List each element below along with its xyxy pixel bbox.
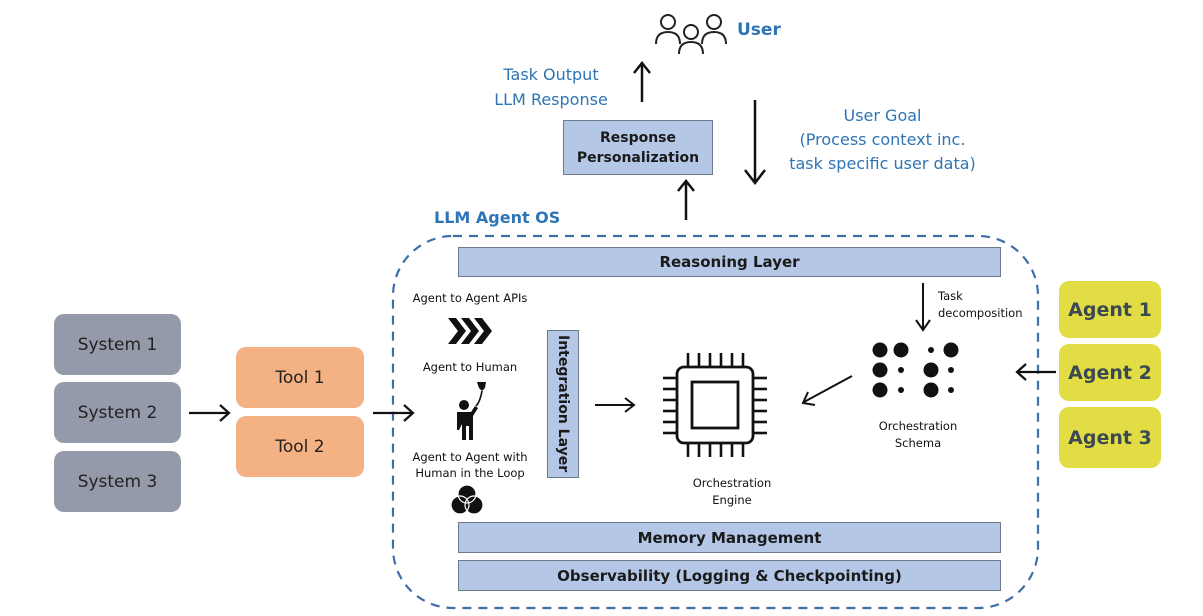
task-decomposition-line1: Task xyxy=(938,289,963,303)
cpu-chip-icon xyxy=(663,353,767,457)
task-decomposition-line2: decomposition xyxy=(938,306,1023,320)
orchestration-engine-line1: Orchestration xyxy=(692,476,772,490)
orchestration-engine-line2: Engine xyxy=(712,493,752,507)
task-output-line1: Task Output xyxy=(503,65,599,84)
tool-box[interactable]: Tool 1 xyxy=(236,347,364,408)
task-decomposition-label: Task decomposition xyxy=(938,288,1023,322)
user-label: User xyxy=(737,20,781,40)
response-personalization-line1: Response xyxy=(599,129,677,146)
user-goal-label: User Goal (Process context inc. task spe… xyxy=(775,104,990,176)
a2a-label: Agent to Agent APIs xyxy=(412,291,528,305)
response-personalization-box[interactable]: Response Personalization xyxy=(563,120,713,175)
hitl-label: Agent to Agent with Human in the Loop xyxy=(405,449,535,481)
hitl-line1: Agent to Agent with xyxy=(412,450,528,464)
chevrons-icon xyxy=(448,318,492,344)
orchestration-schema-line1: Orchestration xyxy=(878,419,958,433)
task-output-label: Task Output LLM Response xyxy=(486,62,616,112)
observability-layer[interactable]: Observability (Logging & Checkpointing) xyxy=(458,560,1001,591)
person-balloon-icon xyxy=(457,382,486,440)
users-group-icon xyxy=(655,14,727,55)
orchestration-engine-label: Orchestration Engine xyxy=(672,475,792,509)
reasoning-layer[interactable]: Reasoning Layer xyxy=(458,247,1001,277)
integration-layer-label: Integration Layer xyxy=(555,335,571,473)
orchestration-schema-line2: Schema xyxy=(894,436,942,450)
orchestration-schema-label: Orchestration Schema xyxy=(858,418,978,452)
agent-os-title: LLM Agent OS xyxy=(434,208,561,227)
response-personalization-line2: Personalization xyxy=(576,149,700,166)
task-output-line2: LLM Response xyxy=(494,90,608,109)
system-box[interactable]: System 2 xyxy=(54,382,181,443)
hitl-line2: Human in the Loop xyxy=(415,466,525,480)
a2h-label: Agent to Human xyxy=(422,360,518,374)
integration-layer[interactable]: Integration Layer xyxy=(547,330,579,478)
system-box[interactable]: System 1 xyxy=(54,314,181,375)
user-goal-line1: User Goal xyxy=(843,106,922,125)
agent-box[interactable]: Agent 2 xyxy=(1059,344,1161,401)
tool-box[interactable]: Tool 2 xyxy=(236,416,364,477)
venn-circles-icon xyxy=(450,484,484,515)
agent-box[interactable]: Agent 1 xyxy=(1059,281,1161,338)
system-box[interactable]: System 3 xyxy=(54,451,181,512)
memory-management-layer[interactable]: Memory Management xyxy=(458,522,1001,553)
user-goal-line3: task specific user data) xyxy=(789,154,976,173)
agent-box[interactable]: Agent 3 xyxy=(1059,407,1161,468)
user-goal-line2: (Process context inc. xyxy=(799,130,966,149)
braille-dots-icon xyxy=(872,342,959,398)
